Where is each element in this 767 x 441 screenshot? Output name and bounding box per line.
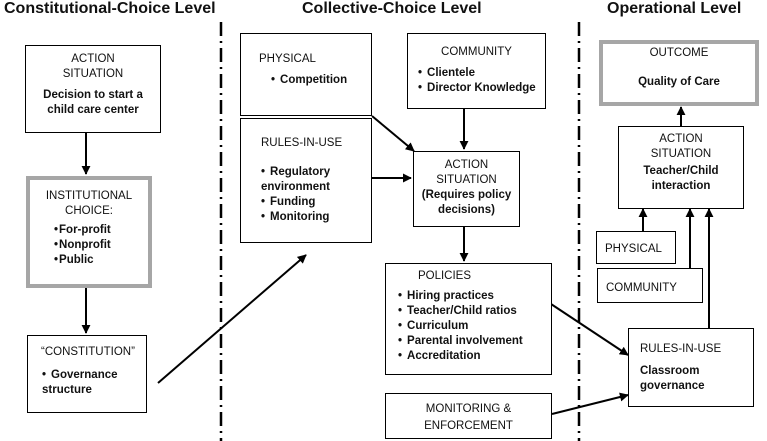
box-title: RULES-IN-USE (261, 137, 343, 149)
constitution-list: Governance structure (38, 368, 146, 398)
list-item: Regulatory environment (261, 165, 371, 195)
list-item: Nonprofit (54, 238, 148, 253)
box-body: Quality of Care (638, 76, 720, 88)
list-item: Monitoring (261, 210, 371, 225)
list-item: Hiring practices (398, 289, 551, 304)
collective-action-situation-box: ACTION SITUATION (Requires policy decisi… (413, 151, 520, 227)
policies-box: POLICIES Hiring practices Teacher/Child … (385, 263, 552, 375)
operational-level-heading: Operational Level (607, 0, 742, 17)
list-item: Accreditation (398, 349, 551, 364)
box-title: PHYSICAL (605, 243, 662, 255)
box-title: “CONSTITUTION” (41, 346, 135, 358)
policies-list: Hiring practices Teacher/Child ratios Cu… (398, 289, 551, 364)
box-body: Classroom governance (640, 365, 705, 392)
operational-physical-box: PHYSICAL (596, 231, 676, 264)
list-item: For-profit (54, 223, 148, 238)
outcome-box: OUTCOME Quality of Care (599, 40, 759, 106)
community-list: Clientele Director Knowledge (418, 66, 545, 96)
box-title: ACTION SITUATION (650, 133, 712, 160)
constitutional-level-heading: Constitutional-Choice Level (4, 0, 216, 17)
institutional-choice-list: For-profit Nonprofit Public (30, 223, 148, 268)
list-item: Director Knowledge (418, 81, 545, 96)
operational-action-situation-box: ACTION SITUATION Teacher/Child interacti… (618, 126, 744, 209)
arrow-constitution-to-collective (157, 254, 307, 384)
institutional-choice-box: INSTITUTIONAL CHOICE: For-profit Nonprof… (26, 176, 152, 288)
box-title: ACTION SITUATION (436, 159, 497, 186)
collective-community-box: COMMUNITY Clientele Director Knowledge (407, 33, 546, 109)
arrow-physical-to-action (371, 115, 415, 152)
box-title: COMMUNITY (606, 282, 677, 294)
list-item: Parental involvement (398, 334, 551, 349)
list-item: Funding (261, 195, 371, 210)
box-title: POLICIES (417, 270, 472, 282)
box-title: MONITORING & ENFORCEMENT (424, 403, 513, 432)
box-title: INSTITUTIONAL CHOICE: (45, 190, 133, 217)
list-item: Competition (271, 73, 371, 88)
collective-physical-box: PHYSICAL Competition (240, 33, 372, 116)
operational-rules-in-use-box: RULES-IN-USE Classroom governance (628, 328, 754, 407)
box-title: COMMUNITY (441, 46, 512, 58)
box-title: OUTCOME (649, 47, 709, 59)
operational-community-box: COMMUNITY (597, 268, 703, 303)
constitution-box: “CONSTITUTION” Governance structure (27, 335, 147, 413)
list-item: Public (54, 253, 148, 268)
monitoring-enforcement-box: MONITORING & ENFORCEMENT (385, 393, 552, 439)
box-title: ACTION SITUATION (62, 53, 124, 80)
box-title: RULES-IN-USE (640, 343, 722, 355)
list-item: Clientele (418, 66, 545, 81)
box-body: (Requires policy decisions) (421, 189, 512, 216)
arrow-monitoring-to-rules (551, 392, 629, 415)
box-body: Decision to start a child care center (43, 89, 143, 116)
constitutional-action-situation-box: ACTION SITUATION Decision to start a chi… (25, 45, 161, 133)
list-item: Teacher/Child ratios (398, 304, 551, 319)
arrow-policies-to-rules (550, 303, 629, 356)
box-body: Teacher/Child interaction (643, 165, 719, 192)
rules-list: Regulatory environment Funding Monitorin… (261, 165, 371, 225)
collective-level-heading: Collective-Choice Level (302, 0, 482, 17)
list-item: Curriculum (398, 319, 551, 334)
list-item: Governance structure (42, 368, 134, 398)
physical-list: Competition (259, 73, 371, 88)
box-title: PHYSICAL (259, 53, 316, 65)
collective-rules-in-use-box: RULES-IN-USE Regulatory environment Fund… (240, 118, 372, 243)
